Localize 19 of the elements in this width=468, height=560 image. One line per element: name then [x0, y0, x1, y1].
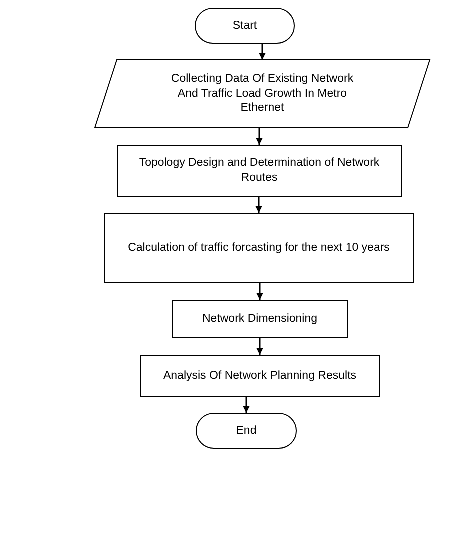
node-label: Collecting Data Of Existing Network And Traffic Load Growth In Metro Ethernet: [170, 72, 355, 116]
process-box: [140, 355, 380, 397]
node-label: Topology Design and Determination of Network Routes: [138, 156, 381, 186]
node-label: Calculation of traffic forcasting for the next 10 years: [128, 240, 390, 256]
node-label: Analysis Of Network Planning Results: [163, 368, 357, 384]
terminal-shape: [195, 8, 295, 44]
arrow: [256, 338, 264, 355]
arrow: [256, 283, 264, 300]
terminal-shape: [196, 413, 297, 449]
process-box: [117, 145, 402, 197]
node-label: End: [236, 424, 257, 438]
arrow: [256, 128, 263, 145]
arrow: [256, 197, 262, 213]
node-label: Network Dimensioning: [202, 312, 318, 326]
arrow: [259, 44, 266, 60]
arrow: [243, 397, 250, 413]
process-box: [104, 213, 414, 283]
process-box: [172, 300, 348, 338]
node-label: Start: [232, 18, 258, 34]
